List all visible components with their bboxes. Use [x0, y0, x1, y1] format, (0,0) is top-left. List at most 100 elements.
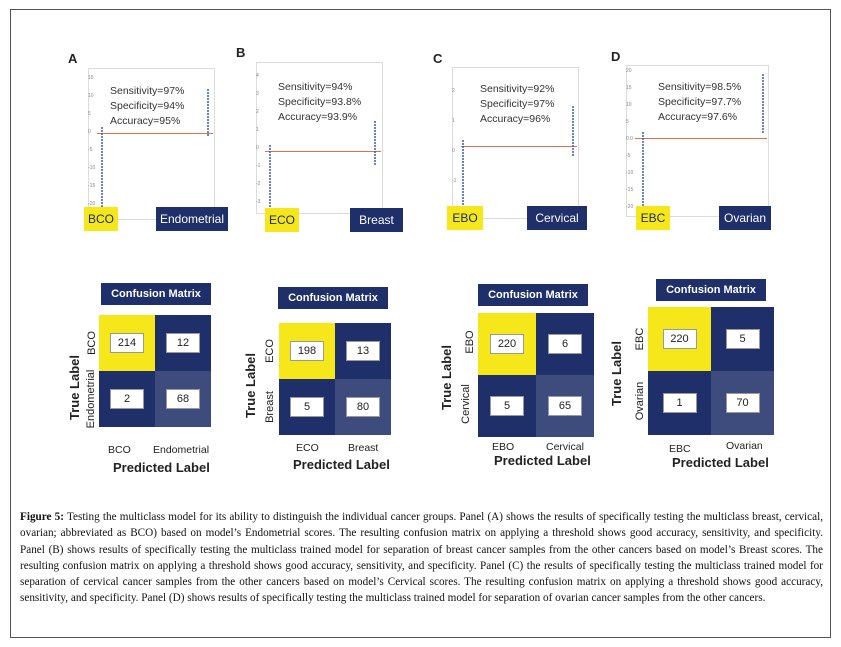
- score-point: [762, 128, 764, 130]
- score-point: [642, 168, 644, 170]
- score-point: [462, 152, 464, 154]
- score-point: [642, 138, 644, 140]
- positive-group-tag: Breast: [350, 208, 403, 232]
- score-point: [101, 139, 103, 141]
- score-point: [572, 151, 574, 153]
- y-tick: 2: [256, 109, 259, 115]
- score-point: [762, 80, 764, 82]
- y-tick: 0.0: [626, 136, 633, 142]
- score-point: [101, 145, 103, 147]
- score-point: [374, 121, 376, 123]
- cm-value: 1: [662, 393, 697, 413]
- score-point: [462, 158, 464, 160]
- score-point: [374, 148, 376, 150]
- positive-group-tag: Cervical: [527, 206, 587, 230]
- cm-cell-fn: 12: [155, 315, 211, 371]
- score-point: [101, 199, 103, 201]
- metrics: Sensitivity=97% Specificity=94% Accuracy…: [110, 84, 184, 129]
- cm-cell-tn: 70: [711, 371, 774, 435]
- cm-value: 214: [110, 333, 144, 353]
- cm-value: 12: [166, 333, 200, 353]
- threshold-line: [265, 151, 381, 152]
- score-point: [642, 195, 644, 197]
- score-point: [642, 171, 644, 173]
- cm-value: 70: [725, 393, 760, 413]
- score-point: [269, 157, 271, 159]
- y-tick: 2: [452, 88, 455, 94]
- score-point: [101, 190, 103, 192]
- score-point: [101, 160, 103, 162]
- score-point: [572, 106, 574, 108]
- cm-true-label: True Label: [67, 354, 83, 421]
- score-plot: 2 1 0 -1 -2: [452, 67, 579, 219]
- score-point: [642, 174, 644, 176]
- negative-group-tag: ECO: [265, 208, 299, 232]
- cm-predicted-label: Predicted Label: [672, 455, 769, 470]
- score-point: [642, 135, 644, 137]
- score-point: [207, 116, 209, 118]
- score-point: [101, 148, 103, 150]
- score-point: [462, 203, 464, 205]
- score-point: [462, 170, 464, 172]
- score-point: [207, 101, 209, 103]
- score-point: [762, 98, 764, 100]
- specificity: Specificity=97%: [480, 98, 555, 110]
- score-point: [572, 124, 574, 126]
- score-point: [462, 182, 464, 184]
- score-point: [642, 147, 644, 149]
- figure-frame: [10, 9, 831, 638]
- positive-group-tag: Ovarian: [719, 206, 771, 230]
- score-point: [462, 161, 464, 163]
- cm-value: 5: [290, 397, 324, 417]
- cm-cell-tp: 214: [99, 315, 155, 371]
- score-point: [374, 127, 376, 129]
- cm-value: 13: [346, 341, 380, 361]
- score-point: [762, 104, 764, 106]
- score-point: [462, 173, 464, 175]
- caption-label: Figure 5:: [20, 511, 64, 523]
- score-point: [642, 141, 644, 143]
- y-tick: 10: [88, 93, 94, 99]
- score-point: [642, 132, 644, 134]
- score-point: [101, 136, 103, 138]
- metrics: Sensitivity=92% Specificity=97% Accuracy…: [480, 82, 554, 127]
- score-point: [207, 122, 209, 124]
- score-point: [374, 157, 376, 159]
- y-tick: -1: [452, 178, 457, 184]
- cm-cell-tn: 80: [335, 379, 391, 435]
- score-point: [642, 165, 644, 167]
- score-point: [101, 205, 103, 207]
- cm-cell-fp: 5: [478, 375, 536, 437]
- score-point: [642, 198, 644, 200]
- score-point: [572, 133, 574, 135]
- score-point: [762, 125, 764, 127]
- score-point: [101, 169, 103, 171]
- score-point: [101, 133, 103, 135]
- y-tick: 1: [452, 118, 455, 124]
- cm-col-label: BCO: [108, 444, 131, 456]
- score-point: [101, 187, 103, 189]
- score-point: [207, 131, 209, 133]
- cm-value: 65: [548, 396, 582, 416]
- score-point: [269, 178, 271, 180]
- score-point: [462, 146, 464, 148]
- score-point: [101, 163, 103, 165]
- score-point: [572, 109, 574, 111]
- score-point: [642, 180, 644, 182]
- score-point: [269, 175, 271, 177]
- score-point: [642, 159, 644, 161]
- score-point: [269, 160, 271, 162]
- y-tick: -2: [256, 181, 261, 187]
- score-point: [269, 193, 271, 195]
- sensitivity: Sensitivity=94%: [278, 81, 353, 93]
- score-point: [462, 167, 464, 169]
- score-point: [101, 154, 103, 156]
- cm-value: 5: [725, 329, 760, 349]
- score-point: [462, 149, 464, 151]
- y-tick: 3: [256, 91, 259, 97]
- cm-cell-tn: 65: [536, 375, 594, 437]
- score-point: [762, 89, 764, 91]
- cm-cell-tn: 68: [155, 371, 211, 427]
- cm-value: 80: [346, 397, 380, 417]
- caption-text: Testing the multiclass model for its abi…: [20, 511, 823, 605]
